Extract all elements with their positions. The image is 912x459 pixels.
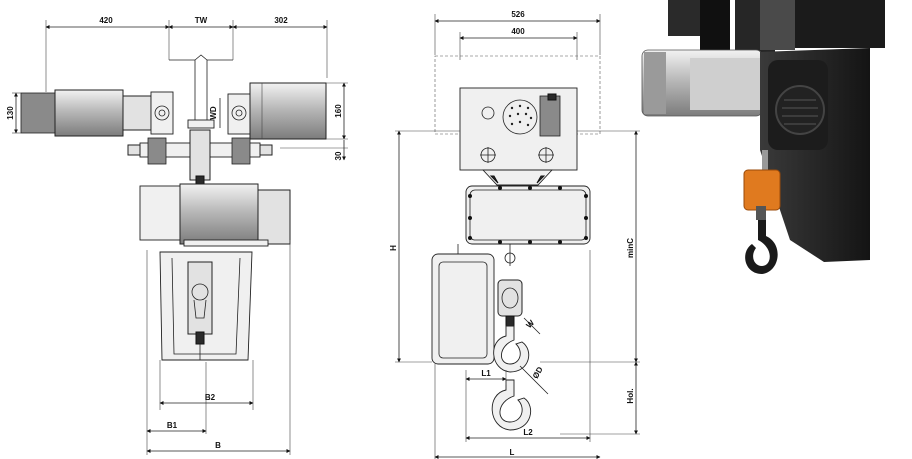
- electric-chain-hoist-render-icon: [641, 0, 912, 400]
- dim-hol: Hol.: [626, 388, 635, 403]
- dim-left-height: 130: [6, 106, 15, 120]
- dim-overall-width: 526: [511, 10, 525, 19]
- dim-left-arm: 420: [99, 16, 113, 25]
- dim-b2: B2: [205, 393, 216, 402]
- dim-inner-width: 400: [511, 27, 525, 36]
- dim-right-height: 160: [334, 104, 343, 118]
- front-top-dimensions: 420 TW 302: [45, 16, 328, 92]
- dim-min-c: minC: [626, 238, 635, 258]
- dim-od: ØD: [531, 365, 545, 380]
- dim-wheel-diameter: WD: [209, 106, 218, 120]
- trolley-crossbar: [127, 129, 273, 185]
- hoist-housing-side: [465, 185, 591, 245]
- dim-track-width: TW: [195, 16, 208, 25]
- dim-right-arm: 302: [274, 16, 288, 25]
- trolley-motor-right: [227, 82, 327, 140]
- rail-beam: [169, 54, 233, 129]
- hook-lower-position: [491, 379, 532, 431]
- dim-l: L: [510, 448, 515, 457]
- chain-bag: [431, 244, 495, 365]
- side-top-dimensions: 526 400: [434, 10, 601, 60]
- hoist-body-front: [139, 183, 291, 361]
- side-view: 526 400: [389, 10, 640, 459]
- front-side-dimensions: 130 160 WD 30: [6, 82, 348, 160]
- dim-wheel-offset: 30: [334, 151, 343, 160]
- dim-h: H: [389, 245, 398, 251]
- front-view: 420 TW 302: [6, 16, 348, 455]
- dim-b: B: [215, 441, 221, 450]
- dim-l1: L1: [481, 369, 491, 378]
- hook-block-side: [493, 244, 541, 373]
- trolley-frame-side: [459, 87, 578, 186]
- dim-b1: B1: [167, 421, 178, 430]
- front-bottom-dimensions: B2 B1 B: [146, 240, 291, 455]
- trolley-motor-left: [20, 89, 174, 137]
- dim-l2: L2: [523, 428, 533, 437]
